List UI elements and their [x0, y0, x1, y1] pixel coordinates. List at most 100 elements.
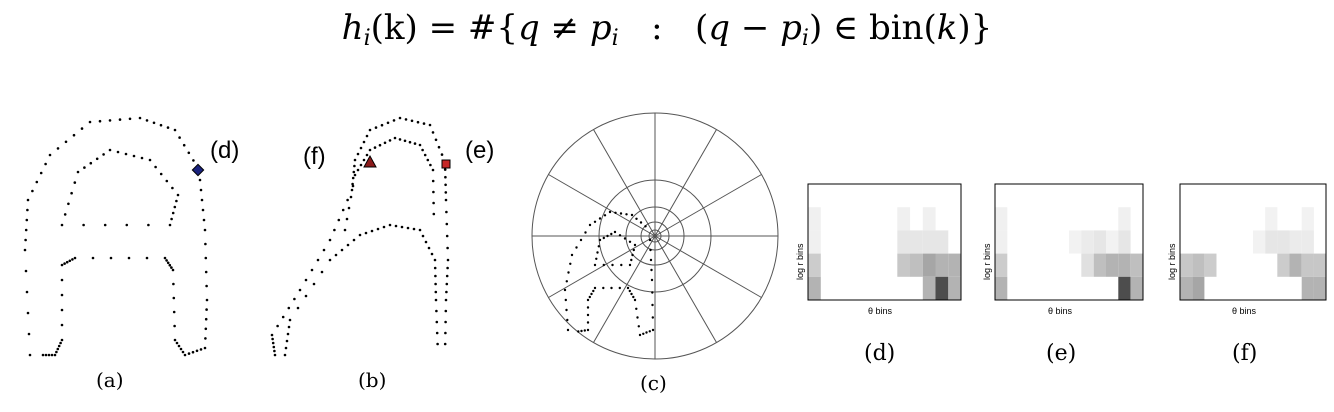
- panel-c-point: [586, 321, 590, 324]
- panel-b-point: [358, 233, 362, 237]
- panel-c-point: [632, 248, 635, 252]
- panel-b-point: [362, 140, 366, 144]
- panel-b-point: [328, 258, 332, 262]
- panel-b-point: [346, 243, 350, 247]
- histogram-d: log r bins θ bins: [795, 183, 962, 316]
- panel-c-point: [637, 325, 640, 328]
- panel-b-point: [388, 139, 392, 142]
- panel-b-point: [271, 337, 274, 341]
- panel-a-point: [60, 323, 64, 327]
- panel-a-point: [26, 198, 30, 202]
- panel-a-point: [95, 157, 99, 161]
- panel-a-point: [198, 178, 202, 182]
- panel-a-point: [56, 347, 60, 351]
- panel-b-point: [296, 306, 300, 310]
- panel-c-point: [586, 298, 590, 302]
- histogram-f-cell: [1301, 253, 1314, 277]
- panel-b-point: [351, 176, 355, 180]
- panel-a-point: [70, 191, 73, 195]
- panel-a-point: [25, 218, 29, 222]
- panel-b-point: [364, 231, 368, 235]
- panel-b-point: [421, 148, 424, 152]
- panel-a-point: [60, 338, 64, 342]
- panel-b-point: [320, 270, 324, 274]
- panel-b-point: [382, 225, 386, 229]
- histogram-d-cell: [910, 230, 923, 254]
- panel-c-point: [631, 253, 634, 257]
- panel-b-point: [444, 198, 448, 202]
- panel-b-point: [437, 145, 441, 149]
- panel-a-point: [98, 119, 102, 123]
- panel-c-point: [648, 238, 652, 242]
- panel-c-point: [608, 210, 612, 214]
- histogram-d-xlabel: θ bins: [868, 306, 893, 316]
- panel-b-point: [333, 228, 336, 232]
- panel-b-point: [322, 248, 326, 252]
- histogram-e-xlabel: θ bins: [1048, 306, 1073, 316]
- histogram-e-cell: [995, 230, 1008, 254]
- histogram-f-cell: [1192, 276, 1205, 300]
- panel-a-marker-d: [191, 163, 205, 177]
- histogram-d-cell: [897, 207, 911, 231]
- panel-b-point: [283, 353, 287, 357]
- panel-b-label-f: (f): [303, 143, 326, 170]
- panel-a-point: [204, 270, 208, 274]
- panel-c-point: [630, 258, 633, 262]
- formula-p: p: [589, 8, 612, 48]
- panel-c-point: [593, 220, 597, 223]
- panel-c-point: [625, 213, 628, 216]
- panel-c-point: [593, 263, 597, 267]
- panel-c-point: [649, 248, 652, 252]
- panel-b-point: [421, 234, 425, 238]
- panel-a-point: [165, 179, 169, 183]
- panel-b-point: [445, 210, 448, 214]
- panel-a-point: [108, 148, 112, 152]
- panel-a-point: [39, 171, 43, 175]
- panel-b-point: [288, 318, 292, 322]
- panel-b-point: [430, 252, 434, 256]
- panel-c-point: [595, 257, 598, 260]
- panel-c-point: [606, 234, 609, 238]
- panel-c-point: [618, 234, 622, 237]
- panel-b-point: [273, 349, 276, 353]
- panel-b-point: [362, 158, 366, 162]
- histogram-d-cell: [910, 253, 923, 277]
- panel-c-point: [590, 292, 593, 296]
- panel-a-point: [73, 256, 77, 260]
- panel-a-point: [91, 256, 95, 260]
- panel-c-point: [620, 263, 623, 267]
- panel-a-point: [182, 143, 186, 147]
- formula-paren-open: (: [694, 8, 709, 48]
- panel-b-point: [432, 212, 436, 216]
- panel-a-point: [65, 260, 69, 264]
- panel-c-point: [651, 328, 655, 332]
- panel-c-point-set: [563, 210, 655, 337]
- panel-b-point: [341, 208, 345, 212]
- panel-b-point-set: [270, 116, 450, 357]
- panel-c-point: [635, 217, 638, 220]
- panel-b-point: [434, 282, 437, 286]
- panel-c-point: [602, 236, 605, 240]
- panel-b-point: [356, 152, 360, 156]
- panel-a-point: [88, 120, 92, 124]
- panel-b-point: [398, 116, 402, 120]
- panel-b-point: [418, 228, 422, 232]
- panel-a-point: [168, 263, 172, 267]
- panel-a-point: [57, 344, 61, 348]
- panel-c-point: [583, 329, 586, 332]
- panel-c-point: [635, 307, 638, 310]
- panel-a-point: [26, 208, 29, 212]
- panel-a-point: [173, 128, 177, 132]
- panel-a-point: [147, 223, 150, 227]
- panel-a-point: [102, 153, 105, 156]
- panel-a-point: [195, 349, 199, 353]
- histogram-d-cell: [808, 207, 821, 231]
- panel-a-point: [28, 353, 32, 357]
- panel-a-point: [199, 348, 203, 351]
- histogram-e-cell: [1130, 276, 1143, 300]
- panel-b-point: [285, 339, 289, 343]
- panel-b-caption: (b): [358, 368, 386, 392]
- panel-b-point: [432, 190, 435, 194]
- panel-c-point: [569, 262, 572, 265]
- panel-b-point: [304, 294, 308, 298]
